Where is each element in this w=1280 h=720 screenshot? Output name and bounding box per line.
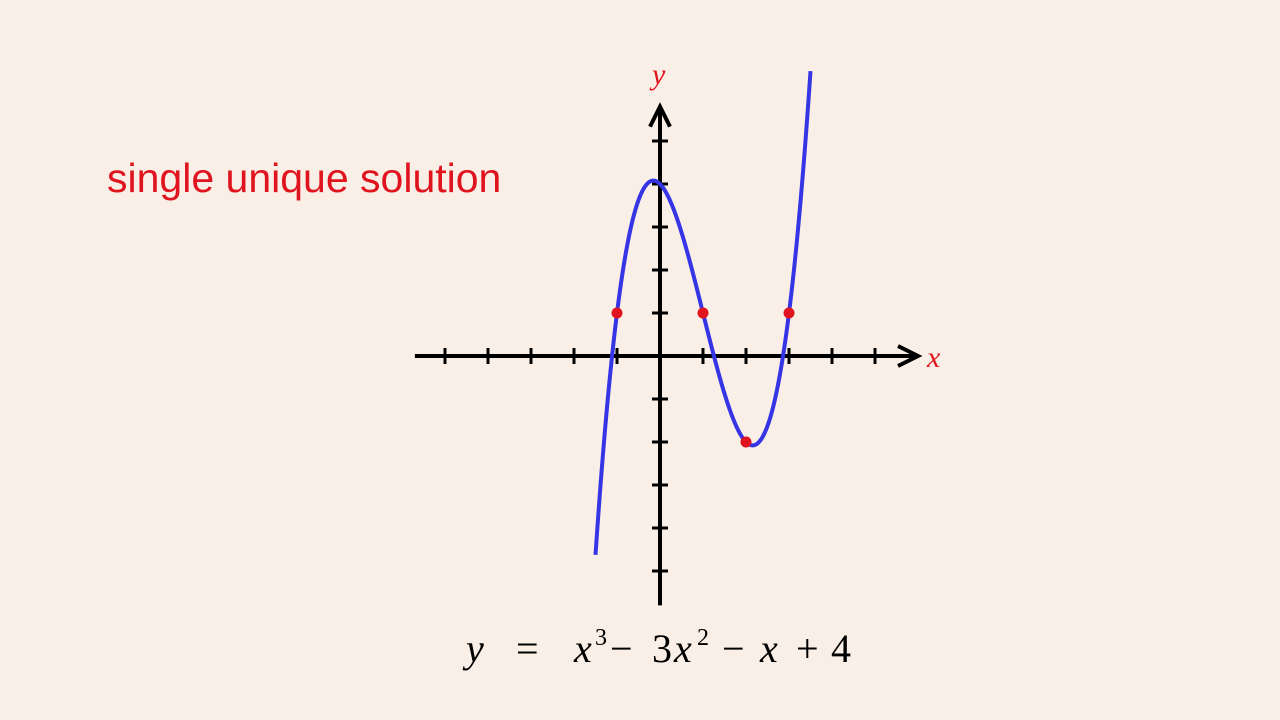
equation-exp1: 3 — [595, 625, 607, 651]
solution-point — [611, 307, 623, 319]
y-axis-label: y — [649, 58, 666, 91]
equation-minus1: − — [610, 626, 633, 671]
equation-exp2: 2 — [697, 625, 709, 651]
equation-coef: 3 — [652, 626, 672, 671]
equation-x2: x — [673, 626, 692, 671]
axes — [414, 102, 923, 606]
solution-point — [697, 307, 709, 319]
x-axis-label: x — [926, 341, 941, 374]
x-axis-arrow — [897, 344, 923, 368]
equation-equals: = — [516, 626, 539, 671]
y-axis-arrow — [648, 102, 672, 128]
solution-point — [783, 307, 795, 319]
equation: y = x 3 − 3 x 2 − x + 4 — [462, 609, 851, 671]
equation-lhs: y — [462, 626, 484, 671]
equation-plus: + — [796, 626, 819, 671]
equation-const: 4 — [831, 626, 851, 671]
solution-points — [611, 307, 795, 448]
equation-minus2: − — [722, 626, 745, 671]
solution-point — [740, 436, 752, 448]
equation-x3: x — [759, 626, 778, 671]
equation-x1: x — [573, 626, 592, 671]
caption-text: single unique solution — [107, 155, 502, 201]
